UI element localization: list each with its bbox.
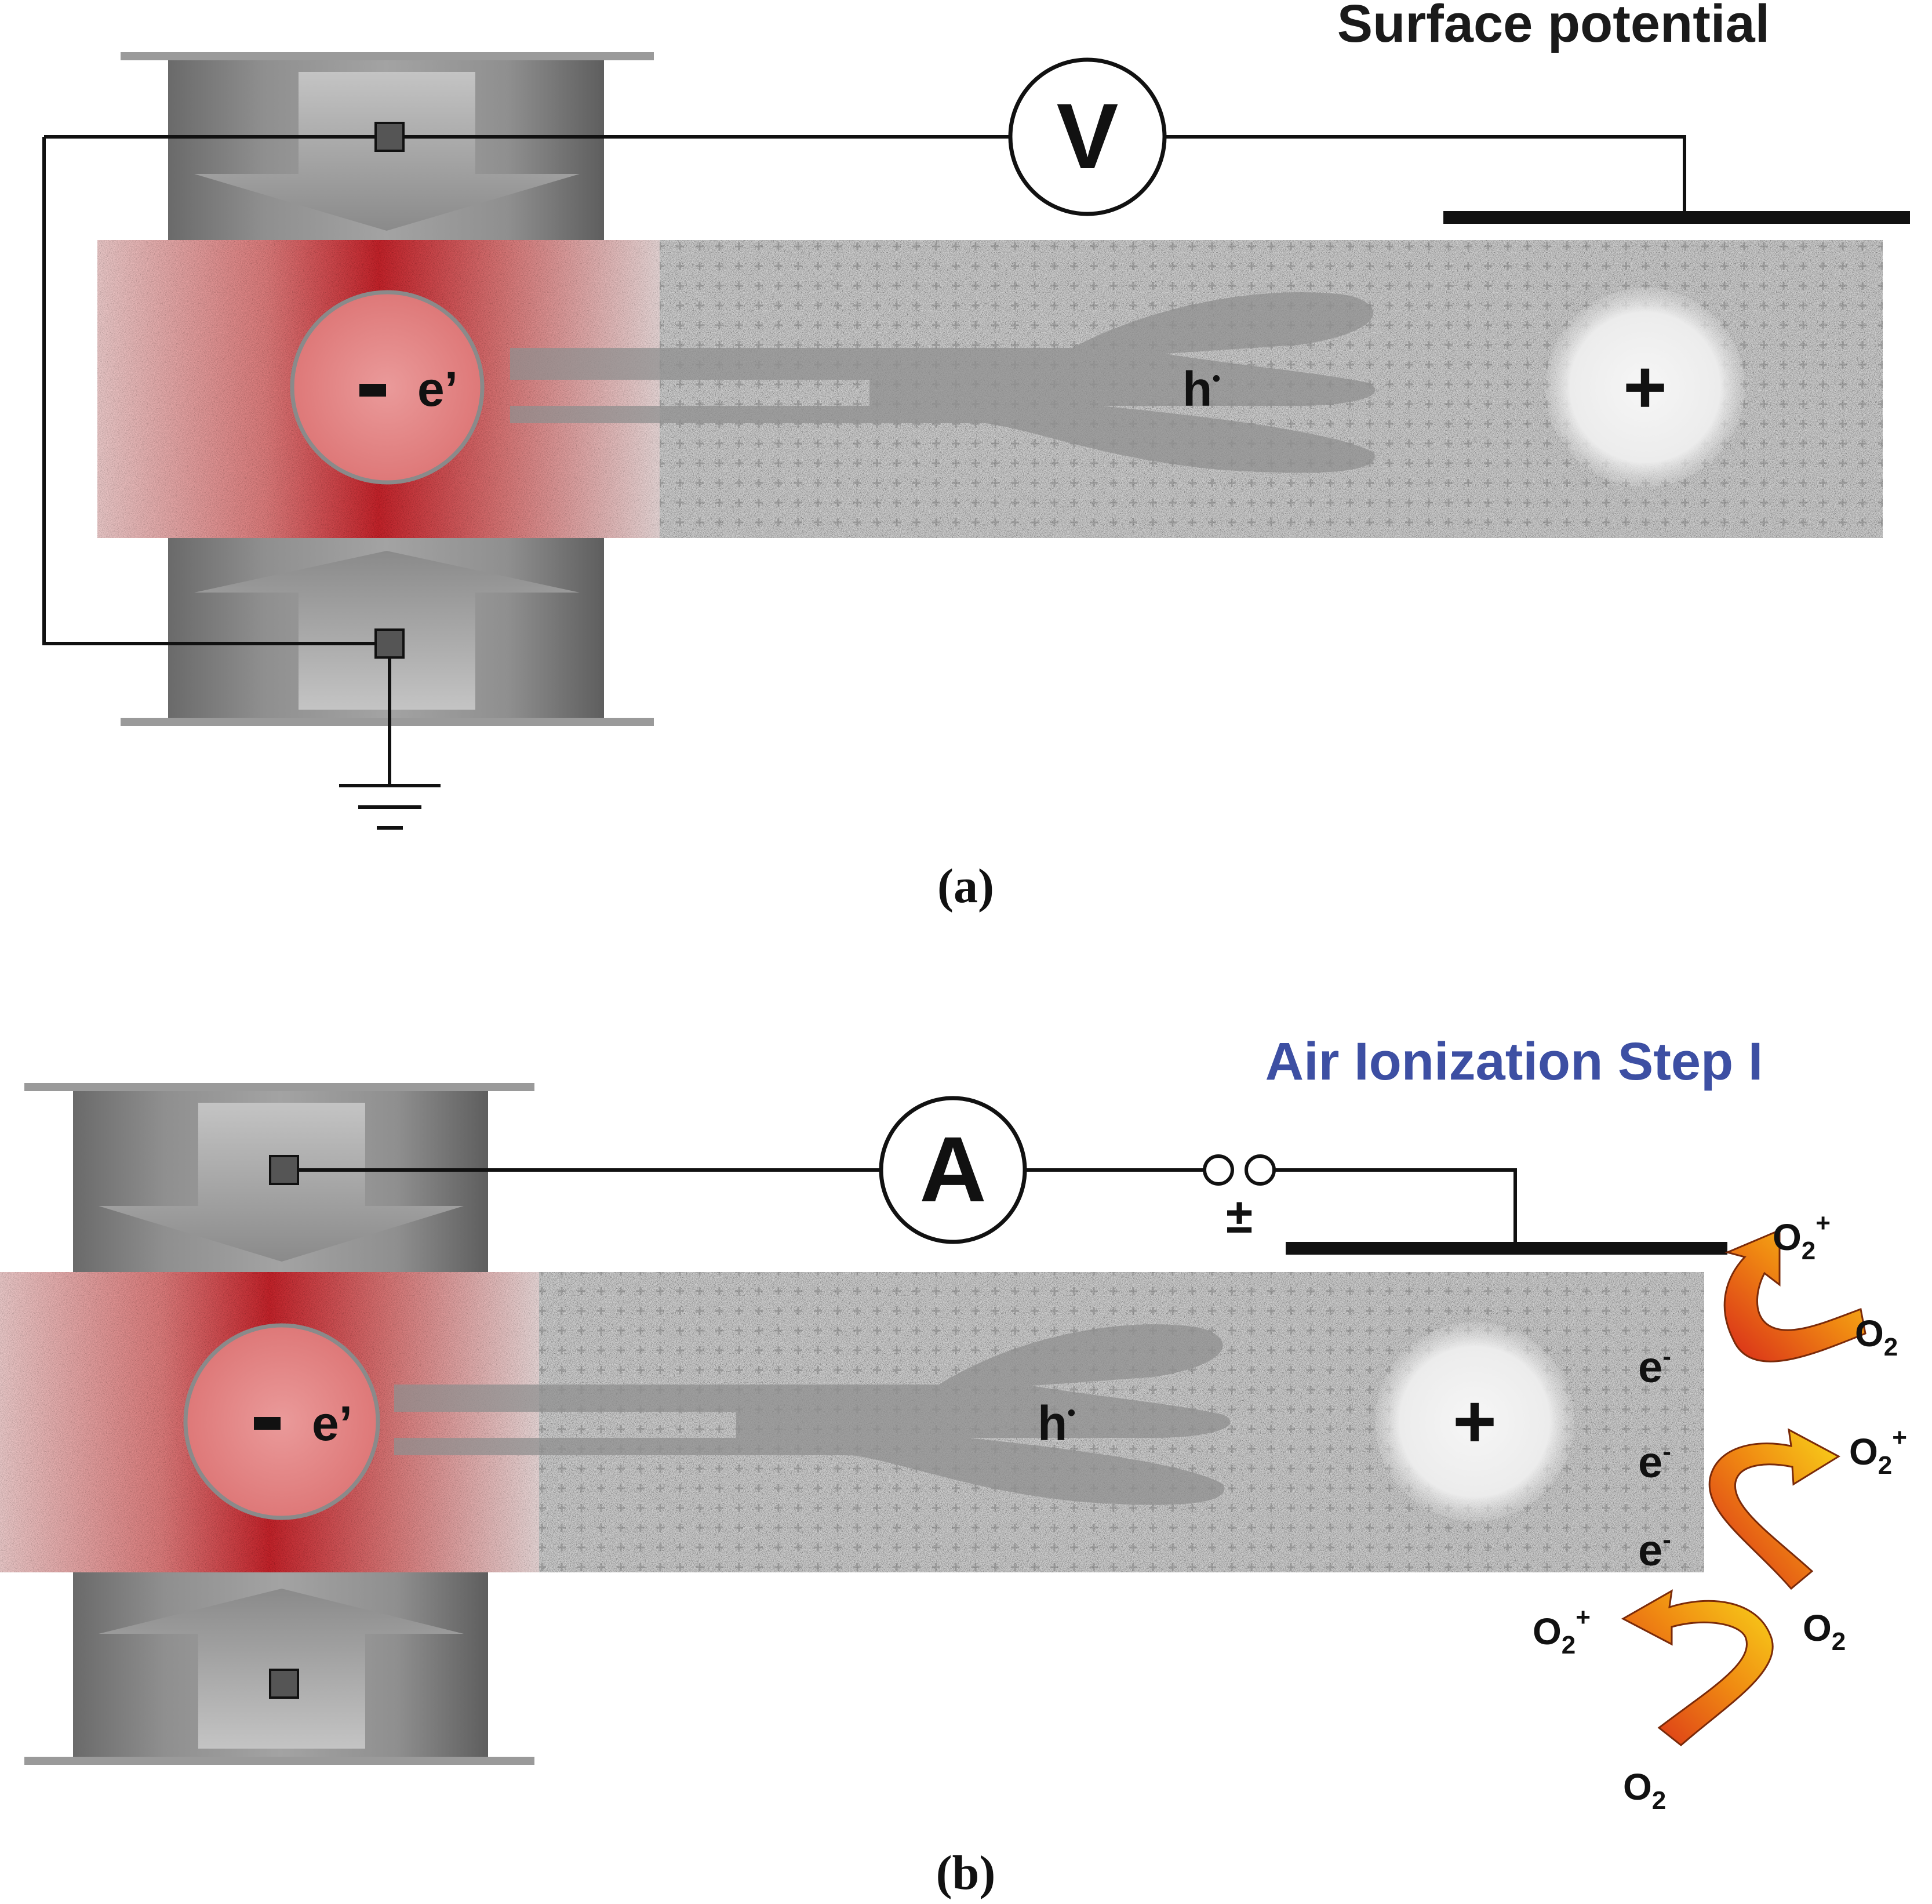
ammeter-icon — [879, 1096, 1027, 1244]
panel-a: Surface potential e’ h• — [42, 0, 1910, 913]
hole-label-b: h• — [1038, 1396, 1075, 1451]
surface-electrode-a — [1443, 211, 1910, 224]
panel-b-label: (b) — [936, 1846, 996, 1900]
electrode-contact-bottom-a — [374, 628, 405, 659]
circuit-wires-a — [42, 135, 1686, 786]
specimen-bar-b: e’ h• + e- e- e- — [0, 1272, 1704, 1575]
reactant-label: O2 — [1803, 1607, 1846, 1656]
positive-sign-a: + — [1623, 344, 1667, 429]
hole-label-a: h• — [1183, 362, 1220, 416]
panel-a-title: Surface potential — [1337, 0, 1770, 53]
minus-sign-a — [359, 384, 386, 397]
switch-icon: ± — [1203, 1154, 1276, 1243]
positive-sign-b: + — [1453, 1379, 1497, 1463]
ammeter-label: A — [919, 1117, 987, 1221]
surface-electron: e- — [1638, 1342, 1671, 1392]
minus-sign-b — [254, 1417, 281, 1430]
surface-electrode-b — [1286, 1242, 1727, 1255]
hole-migration-paths-b — [394, 1324, 1231, 1505]
product-label: O2+ — [1773, 1209, 1831, 1265]
reactant-label: O2 — [1855, 1313, 1898, 1361]
electron-cloud-a — [290, 290, 485, 485]
specimen-bar-a: e’ h• + — [97, 240, 1883, 538]
positive-charge-region-a — [1545, 288, 1745, 487]
hole-migration-paths — [510, 292, 1376, 473]
electron-label-b: e’ — [312, 1396, 352, 1451]
ionization-arrow — [1621, 1589, 1774, 1746]
electrode-contact-top-a — [374, 122, 405, 152]
positive-charge-region-b — [1375, 1322, 1574, 1521]
reactant-label: O2 — [1623, 1766, 1666, 1815]
electrode-contact-top-b — [269, 1155, 299, 1185]
voltmeter-icon — [1008, 57, 1167, 216]
panel-b-title: Air Ionization Step I — [1265, 1032, 1763, 1091]
product-label: O2+ — [1849, 1423, 1907, 1480]
voltmeter-label: V — [1057, 84, 1119, 188]
ionization-arrow — [1708, 1428, 1841, 1590]
product-label: O2+ — [1533, 1603, 1591, 1659]
electron-cloud-b — [183, 1323, 380, 1520]
circuit-wires-b — [284, 1168, 1517, 1247]
electron-label-a: e’ — [417, 362, 458, 416]
surface-electron: e- — [1638, 1437, 1671, 1487]
ionization-arrows — [1621, 1229, 1866, 1746]
switch-polarity: ± — [1226, 1189, 1253, 1243]
panel-a-label: (a) — [937, 859, 994, 913]
ground-icon — [339, 784, 441, 830]
panel-b: Air Ionization Step I e’ h• + — [0, 1032, 1907, 1900]
surface-electron: e- — [1638, 1525, 1671, 1575]
ionization-arrow — [1723, 1229, 1866, 1362]
electrode-contact-bottom-b — [269, 1669, 299, 1699]
